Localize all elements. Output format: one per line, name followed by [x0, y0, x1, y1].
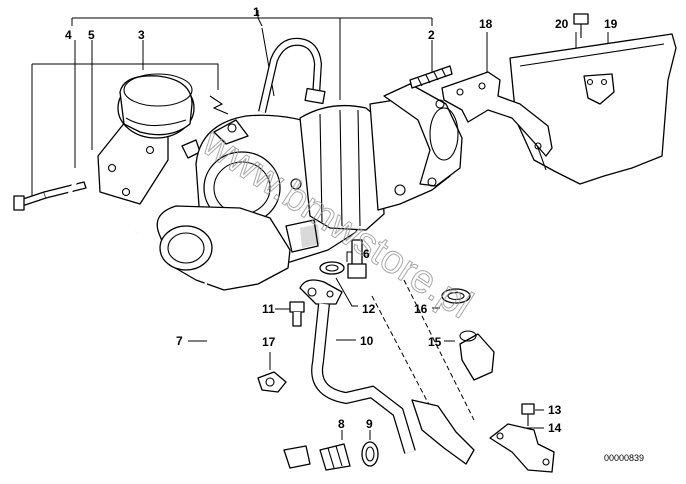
- callout-15: 15: [428, 335, 442, 349]
- clamp: [257, 371, 287, 393]
- support-bracket: [441, 71, 553, 157]
- callout-19: 19: [604, 17, 618, 31]
- callout-1: 1: [253, 5, 260, 19]
- callout-10: 10: [360, 334, 374, 348]
- oil-canister-assembly: [13, 73, 229, 244]
- oil-return-pipe: [289, 279, 416, 454]
- callout-11: 11: [262, 302, 275, 316]
- callout-7: 7: [176, 334, 183, 348]
- lower-bracket: [411, 399, 555, 473]
- callout-6: 6: [363, 247, 370, 261]
- turbocharger-body: [156, 65, 463, 291]
- callout-13: 13: [548, 403, 562, 417]
- callout-18: 18: [479, 17, 493, 31]
- callout-2: 2: [428, 28, 435, 42]
- heat-shield: [509, 13, 677, 185]
- callout-8: 8: [338, 417, 345, 431]
- callout-12: 12: [362, 302, 376, 316]
- bolt-and-washer: [319, 239, 367, 279]
- callout-14: 14: [548, 421, 562, 435]
- callout-labels: 1 2 3 4 5 6 7 8 9 10 11 12 13 14 15 16 1…: [65, 5, 644, 463]
- oil-line-with-fitting: [203, 281, 379, 471]
- hose-and-clip: [441, 288, 495, 381]
- oil-feed-pipe: [258, 37, 326, 113]
- callout-9: 9: [366, 417, 373, 431]
- callout-4: 4: [65, 28, 72, 42]
- callout-16: 16: [414, 302, 428, 316]
- callout-5: 5: [88, 28, 95, 42]
- document-number: 00000839: [604, 453, 644, 463]
- callout-20: 20: [555, 17, 569, 31]
- callout-17: 17: [262, 335, 276, 349]
- callout-3: 3: [138, 28, 145, 42]
